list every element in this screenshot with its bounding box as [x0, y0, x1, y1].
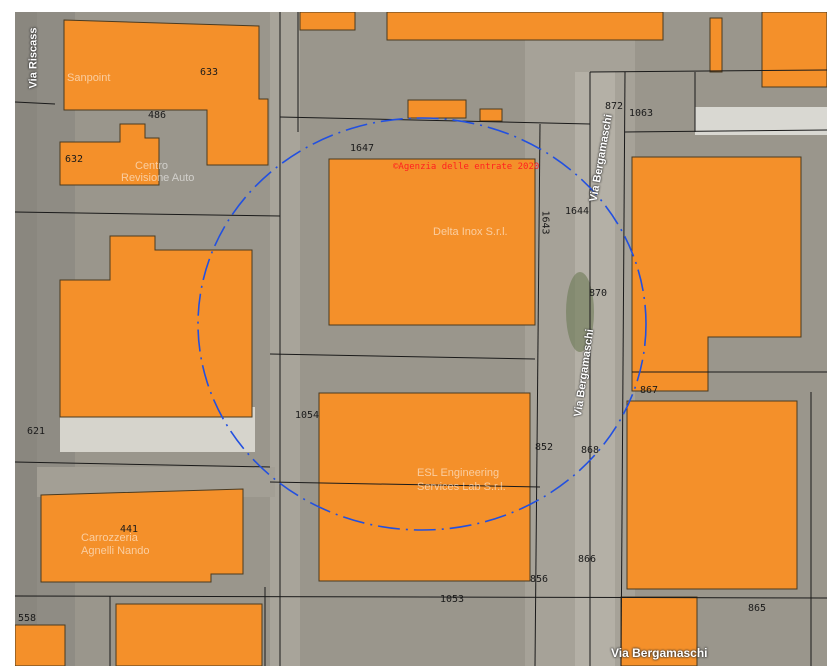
parcel-line	[269, 481, 541, 488]
parcel-label: 868	[581, 445, 600, 456]
parcel-line	[620, 71, 626, 666]
parcel-label: 441	[120, 524, 139, 535]
parcel-label: 621	[27, 426, 46, 437]
building	[328, 158, 536, 326]
internal-road	[270, 12, 300, 666]
parcel-line	[15, 101, 56, 105]
parcel-label: 632	[65, 154, 84, 165]
building	[318, 392, 531, 582]
building-footprints	[15, 12, 827, 666]
parcel-line	[279, 116, 591, 125]
building	[40, 488, 244, 583]
poi-carrozzeria-line2[interactable]: Agnelli Nando	[81, 545, 150, 557]
parcel-label: 1644	[565, 206, 590, 217]
building	[386, 12, 664, 41]
parcel-label: 867	[640, 385, 659, 396]
parcel-boundaries	[15, 12, 827, 666]
building	[59, 123, 160, 186]
parcel-line	[15, 461, 271, 468]
building	[620, 596, 698, 666]
parcel-line	[15, 595, 827, 599]
building	[407, 99, 467, 119]
parcel-line	[589, 69, 827, 73]
via-bergamaschi-road	[575, 72, 615, 666]
parcel-label: 1054	[295, 410, 320, 421]
building	[709, 17, 723, 73]
building	[15, 624, 66, 666]
poi-centro-revisione-auto-line2[interactable]: Revisione Auto	[121, 172, 195, 184]
parcel-label: 1643	[539, 210, 551, 235]
cadastral-map[interactable]: Via Riscass Via Bergamaschi Via Bergamas…	[15, 12, 827, 666]
poi-delta-inox[interactable]: Delta Inox S.r.l.	[433, 226, 508, 238]
building	[479, 108, 503, 122]
parcel-line	[15, 211, 281, 217]
building	[631, 156, 802, 392]
poi-esl-engineering-line2[interactable]: Services Lab S.r.l.	[417, 481, 506, 493]
building	[63, 19, 269, 166]
parcel-label: 872	[605, 101, 624, 112]
parcel-label: 856	[530, 574, 549, 585]
parcel-label: 852	[535, 442, 554, 453]
parcel-label: 1647	[350, 143, 375, 154]
parcel-line	[624, 129, 827, 133]
parcel-label: 633	[200, 67, 219, 78]
poi-esl-engineering-line1[interactable]: ESL Engineering	[417, 467, 500, 479]
parcel-label: 1063	[629, 108, 654, 119]
buffer-circle	[197, 117, 647, 531]
parcel-label: 865	[748, 603, 767, 614]
parcel-line	[269, 353, 536, 360]
poi-centro-revisione-auto-line1[interactable]: Centro	[135, 160, 169, 172]
map-drawing	[15, 12, 827, 666]
building	[115, 603, 263, 666]
parcel-label: 866	[578, 554, 597, 565]
building	[761, 12, 827, 88]
parcel-label: 558	[18, 613, 37, 624]
building	[626, 400, 798, 590]
parcel-label: 486	[148, 110, 167, 121]
copyright-notice: ©Agenzia delle entrate 2020	[393, 162, 540, 172]
parcel-label: 870	[589, 288, 608, 299]
building	[299, 12, 356, 31]
poi-sanpoint[interactable]: Sanpoint	[67, 72, 111, 84]
street-label-via-riscassi: Via Riscass	[27, 27, 40, 89]
poi-carrozzeria-line1[interactable]: Carrozzeria	[81, 532, 138, 544]
parcel-label: 1053	[440, 594, 465, 605]
parcel-line	[534, 123, 541, 666]
via-riscassi-road	[15, 12, 37, 666]
street-label-via-bergamaschi-south: Via Bergamaschi	[611, 646, 708, 660]
trees	[566, 272, 594, 352]
